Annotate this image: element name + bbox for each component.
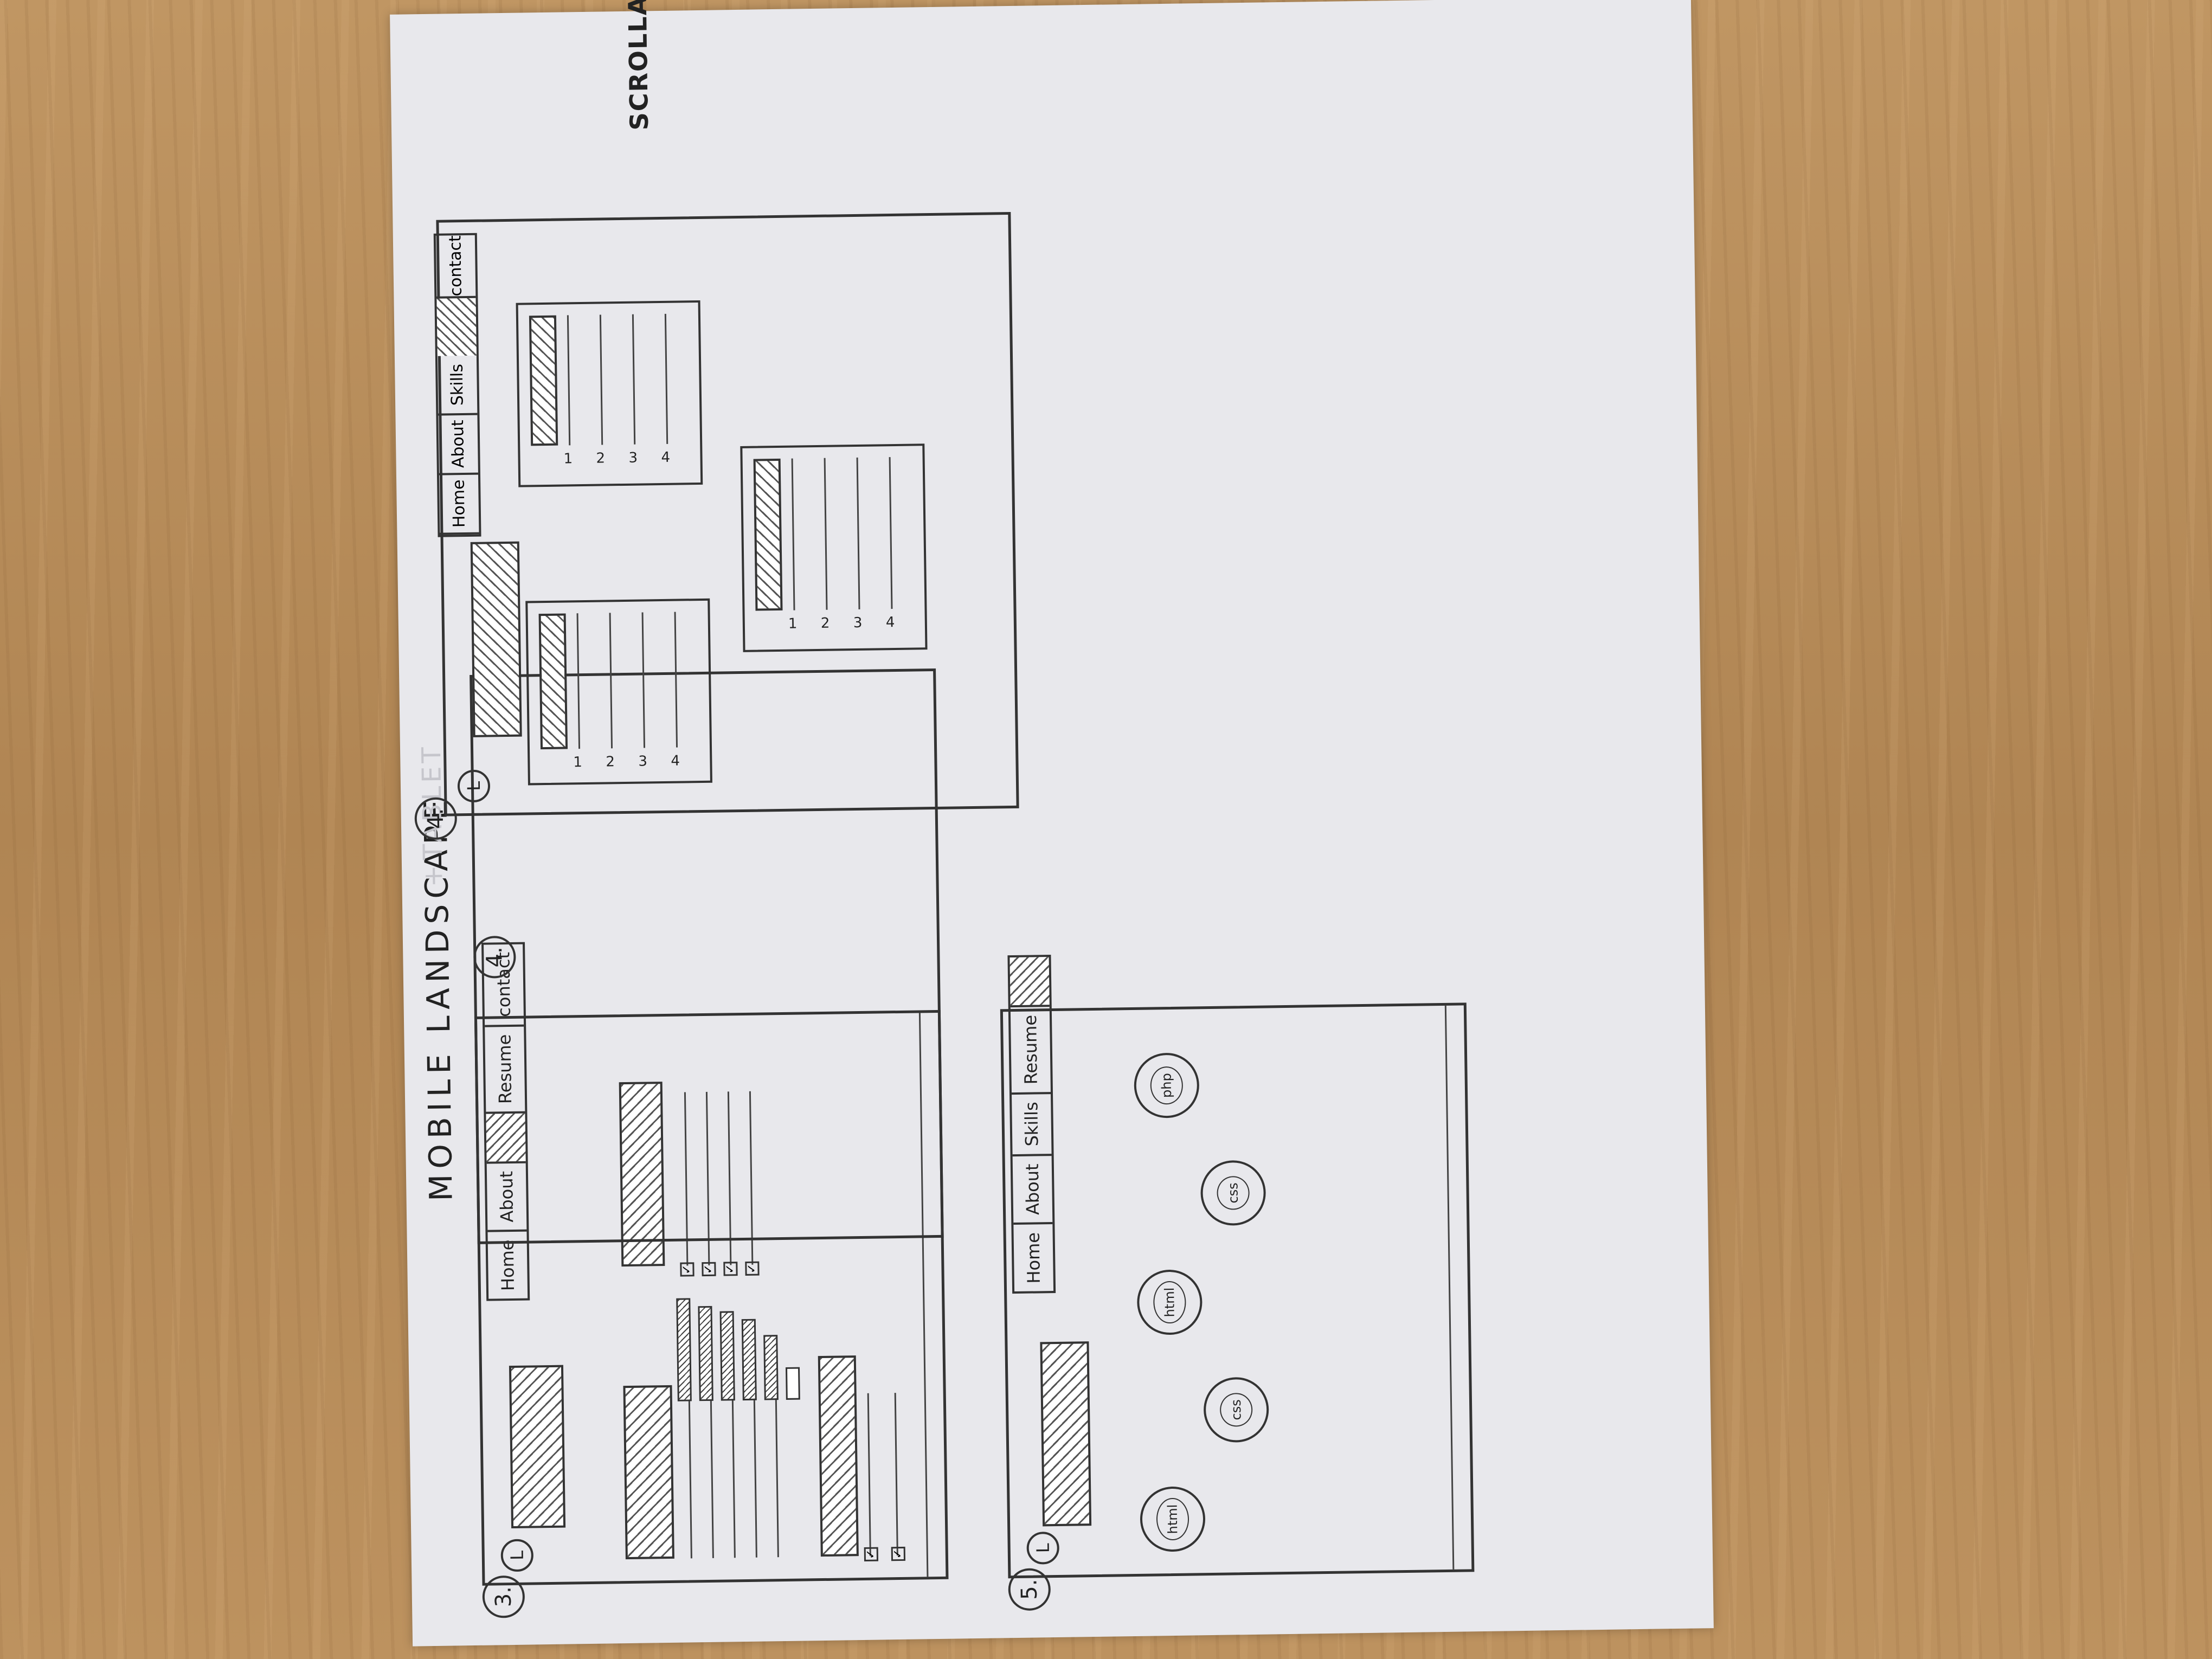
- nav-item-about[interactable]: About: [1012, 1153, 1053, 1223]
- content-card: 1 2 3 4: [525, 598, 712, 786]
- list-number: 4: [671, 753, 680, 769]
- list-number: 4: [661, 449, 671, 466]
- text-line: [664, 313, 668, 444]
- list-number: 3: [853, 614, 863, 632]
- text-line: [889, 457, 893, 609]
- list-number: 1: [788, 615, 798, 632]
- checkbox-icon: ✓: [891, 1546, 906, 1561]
- nav-bar: Home About Skills Resume: [1007, 955, 1056, 1294]
- text-line: [775, 1394, 779, 1558]
- text-line: [894, 1393, 898, 1556]
- nav-item-skills[interactable]: Skills: [1011, 1091, 1052, 1154]
- skill-bar: [763, 1335, 779, 1400]
- plus-sign: +: [417, 861, 449, 888]
- checkbox-icon: ✓: [723, 1262, 738, 1276]
- skill-circle-php: php: [1133, 1052, 1200, 1118]
- checkbox-icon: ✓: [680, 1262, 695, 1277]
- sketch-paper: MOBILE LANDSCAPE + TABLET 3. L Home Abou…: [390, 0, 1714, 1647]
- text-line: [688, 1396, 692, 1559]
- nav-item-resume[interactable]: Resume: [1010, 1005, 1051, 1092]
- logo-circle: L: [500, 1539, 534, 1572]
- wireframe-screen-4-box: 4. L Home About Skills contact 1 2 3 4: [414, 211, 1019, 840]
- nav-item-home[interactable]: Home: [439, 474, 479, 535]
- text-line: [599, 314, 603, 445]
- list-number: 1: [563, 451, 573, 467]
- nav-bar: Home About Skills contact: [433, 233, 481, 537]
- logo-circle: L: [1026, 1531, 1060, 1565]
- content-card: 1 2 3 4: [516, 300, 703, 487]
- text-line: [867, 1393, 871, 1556]
- list-number: 2: [596, 450, 606, 467]
- text-line: [731, 1395, 736, 1558]
- nav-item-about[interactable]: About: [438, 415, 478, 475]
- logo-circle: L: [457, 769, 491, 803]
- content-card: 1 2 3 4: [740, 443, 928, 652]
- text-line: [609, 613, 613, 749]
- section-image: [818, 1355, 859, 1557]
- skill-circle-css: css: [1203, 1377, 1270, 1443]
- list-number: 3: [628, 449, 638, 466]
- skill-bar: [698, 1306, 713, 1401]
- checkbox-icon: ✓: [745, 1261, 760, 1276]
- skill-bar: [741, 1319, 757, 1401]
- list-number: 3: [638, 753, 648, 770]
- text-line: [791, 458, 795, 610]
- card-image: [753, 458, 783, 611]
- wireframe-screen-5: L Home About Skills Resume html css html…: [1000, 955, 1475, 1579]
- list-number: 2: [606, 754, 615, 770]
- hero-banner: [470, 541, 522, 737]
- skill-bar: [786, 1367, 800, 1400]
- screen-bottom-rule: [1444, 1005, 1455, 1570]
- text-line: [824, 458, 828, 610]
- skill-circle-html: html: [1140, 1486, 1206, 1552]
- list-number: 2: [820, 615, 830, 632]
- nav-item-home[interactable]: Home: [1013, 1222, 1054, 1292]
- checkbox-icon: ✓: [864, 1547, 879, 1561]
- nav-item-active[interactable]: [436, 295, 477, 356]
- section-image: [623, 1385, 674, 1560]
- text-line: [641, 612, 646, 748]
- card-image: [529, 315, 558, 446]
- nav-item-skills[interactable]: Skills: [437, 355, 478, 416]
- text-line: [856, 457, 860, 609]
- skill-circle-css: css: [1200, 1160, 1266, 1226]
- text-line: [753, 1394, 757, 1558]
- nav-item-contact[interactable]: contact: [446, 235, 466, 297]
- card-image: [538, 613, 568, 750]
- hero-banner: [509, 1365, 566, 1529]
- checkbox-icon: ✓: [702, 1262, 716, 1277]
- skill-bar: [676, 1298, 692, 1401]
- nav-item-active[interactable]: [1009, 957, 1050, 1006]
- list-number: 4: [885, 614, 895, 631]
- list-number: 1: [573, 754, 583, 771]
- skill-bar: [719, 1311, 735, 1401]
- text-line: [632, 314, 636, 445]
- skill-circle-html: html: [1136, 1269, 1203, 1335]
- scrollable-note: SCROLLABLE: [622, 0, 654, 131]
- text-line: [710, 1395, 714, 1558]
- text-line: [576, 613, 581, 749]
- text-line: [674, 612, 678, 748]
- text-line: [567, 315, 571, 446]
- hero-banner: [1040, 1341, 1092, 1527]
